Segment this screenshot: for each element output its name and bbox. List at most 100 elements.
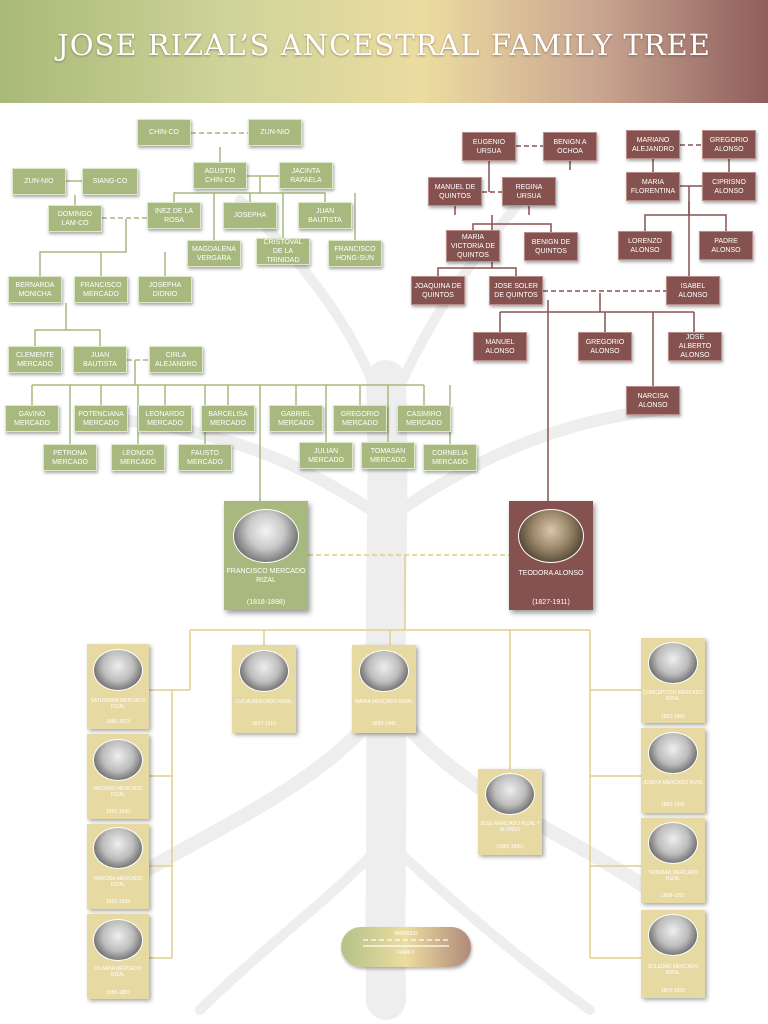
node-leonardo: LEONARDO MERCADO (138, 405, 192, 432)
josefa-years: 1865-1945 (661, 802, 685, 808)
node-zun-nio-top: ZUN-NIO (248, 119, 302, 146)
node-chin-co: CHIN-CO (137, 119, 191, 146)
lucia-years: 1857-1919 (252, 721, 276, 727)
node-eugenio: EUGENIO URSUA (462, 132, 516, 161)
node-cirla: CIRLA ALEJANDRO (149, 346, 203, 373)
node-gavino: GAVINO MERCADO (5, 405, 59, 432)
soledad-years: 1870-1929 (661, 988, 685, 994)
mother-card: TEODORA ALONSO (1827-1911) (509, 501, 593, 610)
josefa-name: JOSEFA MERCADO RIZAL (642, 780, 704, 786)
maternal-connector-5 (644, 186, 690, 231)
node-joaquina: JOAQUINA DE QUINTOS (411, 276, 465, 305)
legend-married-label: MARRIED (394, 931, 418, 937)
child-card-concepcion: CONCEPTION MERCADO RIZAL 1862-1865 (641, 638, 705, 723)
node-gregorio-alonso: GREGORIO ALONSO (578, 332, 632, 361)
mother-name: TEODORA ALONSO (518, 570, 584, 577)
node-maria-florentina: MARIA FLORENTINA (626, 172, 680, 201)
title-banner: JOSE RIZAL’S ANCESTRAL FAMILY TREE (0, 0, 768, 103)
node-padre: PADRE ALONSO (699, 231, 753, 260)
child-card-narcisa: NARCISA MERCADO RIZAL 1852-1939 (87, 824, 149, 909)
saturnina-years: 1850-1913 (106, 719, 130, 725)
maternal-connector-13 (492, 267, 517, 276)
node-bernarda: BERNARDA MONICHA (8, 276, 62, 303)
father-portrait (233, 509, 299, 563)
olimpia-portrait (93, 919, 143, 961)
node-gregorio-top: GREGORIO ALONSO (702, 130, 756, 159)
node-leoncio: LEONCIO MERCADO (111, 444, 165, 471)
soledad-name: SOLEDAD MERCADO RIZAL (647, 964, 699, 976)
node-narcisa-alonso: NARCISA ALONSO (626, 386, 680, 415)
node-mariano: MARIANO ALEJANDRO (626, 130, 680, 159)
node-barcelisa: BARCELISA MERCADO (201, 405, 255, 432)
narcisa-portrait (93, 827, 143, 869)
lucia-name: LUCIA MERCADO RIZAL (235, 699, 293, 705)
maria-years: 1859-1945 (372, 721, 396, 727)
jose-years: (1861-1896) (496, 844, 524, 850)
mother-years: (1827-1911) (532, 599, 570, 606)
lucia-portrait (239, 650, 289, 692)
child-card-soledad: SOLEDAD MERCADO RIZAL 1870-1929 (641, 910, 705, 998)
node-francisco-hong: FRANCISCO HONG-SUN (328, 240, 382, 267)
node-magdalena: MAGDALENA VERGARA (187, 240, 241, 267)
node-petrona: PETRONA MERCADO (43, 444, 97, 471)
trinidad-name: TRINIDAD MERCADO RIZAL (647, 870, 699, 882)
node-jose-alberto: JOSE ALBERTO ALONSO (668, 332, 722, 361)
node-tomasan: TOMASAN MERCADO (361, 442, 415, 469)
node-gregorio-mercado: GREGORIO MERCADO (333, 405, 387, 432)
node-francisco-mercado: FRANCISCO MERCADO (74, 276, 128, 303)
node-jacinta: JACINTA RAFAELA (279, 162, 333, 189)
node-regina: REGINA URSUA (502, 177, 556, 206)
saturnina-portrait (93, 649, 143, 691)
child-card-paciano: PACIANO MERCADO RIZAL 1851-1930 (87, 734, 149, 819)
node-cristoval: CRISTOVAL DE LA TRINIDAD (256, 238, 310, 265)
child-card-maria: MARIA MERCADO RIZAL 1859-1945 (352, 645, 416, 733)
jose-portrait (485, 773, 535, 815)
node-josepha: JOSEPHA (223, 202, 277, 229)
jose-name: JOSE MERCADO RIZAL Y ALONSO (479, 821, 540, 833)
node-isabel: ISABEL ALONSO (666, 276, 720, 305)
maria-portrait (359, 650, 409, 692)
node-juan-bautista-2: JUAN BAUTISTA (73, 346, 127, 373)
paciano-years: 1851-1930 (106, 809, 130, 815)
concepcion-portrait (648, 642, 698, 684)
paciano-name: PACIANO MERCADO RIZAL (93, 786, 143, 798)
father-card: FRANCISCO MERCADO RIZAL (1818-1898) (224, 501, 308, 610)
trinidad-portrait (648, 822, 698, 864)
node-lorenzo: LORENZO ALONSO (618, 231, 672, 260)
legend: MARRIED FAMILY (341, 927, 471, 967)
node-zun-nio: ZUN-NIO (12, 168, 66, 195)
node-julian: JULIAN MERCADO (299, 442, 353, 469)
child-card-trinidad: TRINIDAD MERCADO RIZAL 1868-1951 (641, 818, 705, 903)
father-years: (1818-1898) (246, 599, 286, 606)
node-fausto: FAUSTO MERCADO (178, 444, 232, 471)
node-benign-ochoa: BENIGN A OCHOA (543, 132, 597, 161)
paternal-connector-14 (66, 329, 101, 346)
page-title: JOSE RIZAL’S ANCESTRAL FAMILY TREE (57, 28, 711, 62)
child-card-olimpia: OLIMPIA MERCADO RIZAL 1855-1887 (87, 914, 149, 999)
paternal-connector-10 (39, 219, 127, 276)
node-maria-victoria: MARIA VICTORIA DE QUINTOS (446, 230, 500, 262)
node-clemente: CLEMENTE MERCADO (8, 346, 62, 373)
mother-portrait (518, 509, 584, 563)
node-benign-quintos: BENIGN DE QUINTOS (524, 232, 578, 261)
maria-name: MARIA MERCADO RIZAL (354, 699, 414, 705)
maternal-connector-10 (472, 215, 493, 230)
concepcion-name: CONCEPTION MERCADO RIZAL (642, 690, 704, 702)
josefa-portrait (648, 732, 698, 774)
paternal-connector-4 (173, 176, 261, 202)
child-card-saturnina: SATURNINA MERCADO RIZAL 1850-1913 (87, 644, 149, 729)
soledad-portrait (648, 914, 698, 956)
node-domingo: DOMINGO LAM-CO (48, 205, 102, 232)
narcisa-name: NARCISA MERCADO RIZAL (93, 876, 143, 888)
node-manuel-quintos: MANUEL DE QUINTOS (428, 177, 482, 206)
node-jose-soler: JOSE SOLER DE QUINTOS (489, 276, 543, 305)
node-cornelia: CORNELIA MERCADO (423, 444, 477, 471)
child-card-lucia: LUCIA MERCADO RIZAL 1857-1919 (232, 645, 296, 733)
maternal-connector-6 (689, 214, 727, 231)
node-inez: INEZ DE LA ROSA (147, 202, 201, 229)
trinidad-years: 1868-1951 (661, 893, 685, 899)
concepcion-years: 1862-1865 (661, 714, 685, 720)
node-agustin: AGUSTIN CHIN-CO (193, 162, 247, 189)
legend-family-label: FAMILY (397, 950, 415, 956)
child-card-josefa: JOSEFA MERCADO RIZAL 1865-1945 (641, 728, 705, 813)
